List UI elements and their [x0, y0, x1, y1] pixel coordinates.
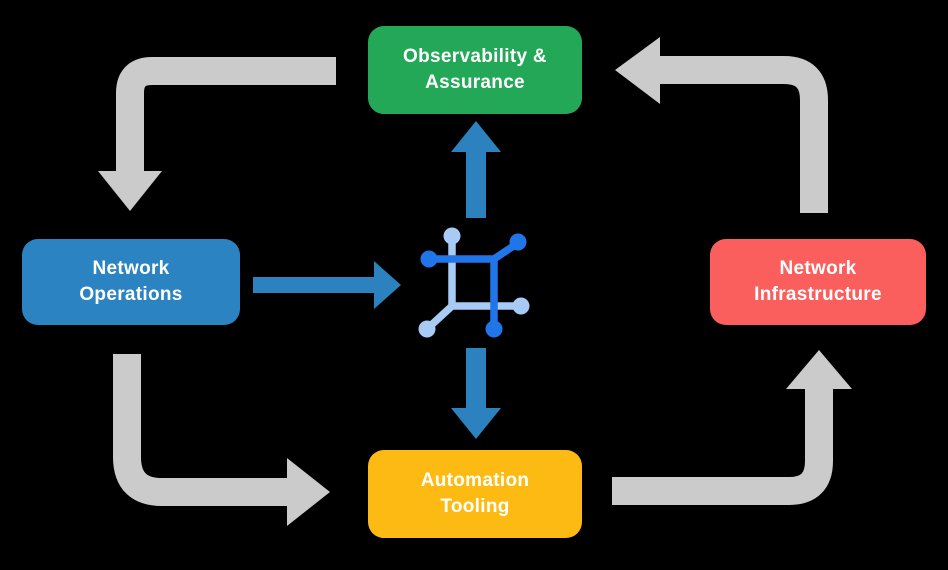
- arrowhead-right-icon: [287, 458, 330, 526]
- node-network-operations: Network Operations: [22, 239, 240, 325]
- node-network-infrastructure: Network Infrastructure: [710, 239, 926, 325]
- arrow-observability-to-operations: [98, 57, 336, 211]
- node-label-line2: Operations: [79, 284, 183, 305]
- arrow-operations-to-center: [253, 261, 401, 309]
- arrow-center-to-observability: [451, 121, 501, 218]
- node-automation-tooling: Automation Tooling: [368, 450, 582, 538]
- network-mesh-icon-secondary: [418, 227, 530, 338]
- arrow-center-to-automation: [451, 348, 501, 439]
- node-label-line2: Infrastructure: [754, 284, 882, 305]
- arrowhead-up-icon: [786, 350, 852, 389]
- arrow-operations-to-automation: [113, 354, 330, 526]
- node-label-line2: Assurance: [425, 72, 525, 93]
- arrow-infrastructure-to-observability: [615, 37, 828, 213]
- node-label-line1: Observability &: [403, 46, 547, 67]
- node-label-line2: Tooling: [440, 496, 510, 517]
- node-label-line1: Network: [92, 258, 170, 279]
- arrowhead-left-icon: [615, 37, 660, 104]
- node-label-line1: Automation: [420, 470, 530, 491]
- network-mesh-icon: [418, 227, 530, 338]
- node-label-line1: Network: [779, 258, 857, 279]
- network-mesh-icon-primary: [420, 233, 527, 338]
- arrowhead-down-icon: [98, 171, 162, 211]
- arrow-automation-to-infrastructure: [612, 350, 852, 505]
- node-observability-assurance: Observability & Assurance: [368, 26, 582, 114]
